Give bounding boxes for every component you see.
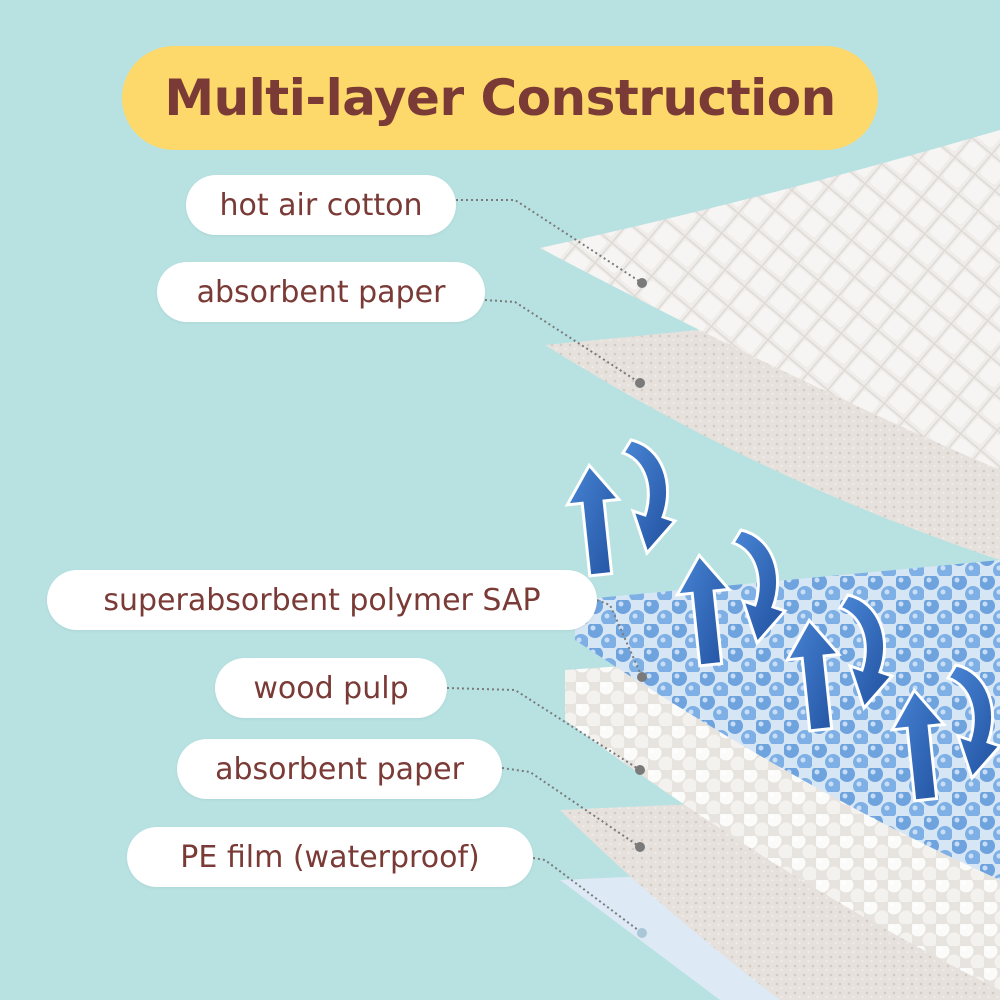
leader-lines xyxy=(446,199,643,934)
label-sap: superabsorbent polymer SAP xyxy=(47,570,597,630)
label-absorbent-paper-lower: absorbent paper xyxy=(177,739,502,799)
layer-hot-air-cotton xyxy=(540,130,1000,470)
layer-sap xyxy=(575,560,1000,880)
label-absorbent-paper-upper: absorbent paper xyxy=(157,262,485,322)
label-wood-pulp: wood pulp xyxy=(215,658,447,718)
label-pe-film: PE film (waterproof) xyxy=(127,827,533,887)
leader-dots xyxy=(635,278,647,938)
page-title: Multi-layer Construction xyxy=(122,46,878,150)
label-hot-air-cotton: hot air cotton xyxy=(186,175,456,235)
